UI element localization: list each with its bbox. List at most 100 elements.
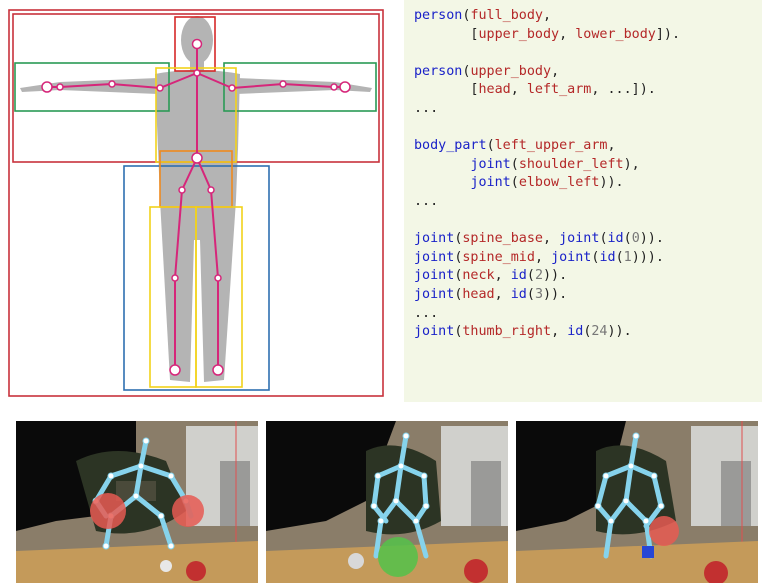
code-line: joint(neck, id(2)). (414, 267, 762, 286)
code-token: ( (454, 268, 463, 284)
code-token: neck (462, 268, 495, 284)
code-token: ( (454, 249, 463, 265)
camera-frame-3 (516, 421, 758, 583)
code-line (414, 44, 762, 63)
code-token: , (543, 8, 552, 23)
code-token: head (478, 82, 511, 98)
code-token: spine_mid (462, 249, 535, 265)
code-token: ( (510, 175, 519, 191)
code-line: joint(thumb_right, id(24)). (414, 323, 762, 342)
code-token: , (494, 286, 511, 302)
marker-red-left (90, 493, 126, 529)
full-body-box (8, 9, 384, 397)
right-arm-box (223, 62, 377, 112)
code-token: person (414, 8, 463, 23)
code-token: upper_body (478, 26, 560, 42)
left-arm-box (14, 62, 170, 112)
code-token: ( (486, 138, 495, 154)
code-token: upper_body (470, 63, 552, 79)
code-line: joint(head, id(3)). (414, 286, 762, 305)
code-token: )). (543, 286, 568, 302)
code-line: [head, left_arm, ...]). (414, 81, 762, 100)
code-token: ]). (655, 26, 681, 42)
code-token: )). (639, 231, 664, 247)
code-token: , (543, 231, 560, 247)
code-token: ( (462, 8, 471, 23)
code-token: )). (607, 324, 632, 340)
code-token: ( (615, 249, 624, 265)
code-token: 24 (591, 324, 608, 340)
code-line: joint(spine_mid, joint(id(1))). (414, 249, 762, 268)
code-token: )). (543, 268, 568, 284)
code-token: full_body (470, 8, 543, 23)
code-token: 0 (631, 231, 640, 247)
code-token: ( (526, 286, 535, 302)
code-token: , ...]). (591, 82, 656, 98)
code-token: , (494, 268, 511, 284)
code-line (414, 119, 762, 138)
code-line: joint(shoulder_left), (414, 156, 762, 175)
code-token: ( (526, 268, 535, 284)
code-token: ( (591, 249, 600, 265)
frame-2-scene (266, 421, 508, 583)
code-token: ( (454, 286, 463, 302)
code-token: ( (510, 156, 519, 172)
code-line: joint(spine_base, joint(id(0)). (414, 230, 762, 249)
code-token: )). (599, 175, 624, 191)
code-token: id (599, 249, 616, 265)
code-token (414, 157, 470, 172)
code-token: body_part (414, 138, 487, 154)
code-token: 3 (534, 286, 543, 302)
code-token (414, 175, 470, 190)
code-token: joint (551, 249, 592, 265)
code-token: ( (599, 231, 608, 247)
code-token: joint (414, 249, 455, 265)
code-token: left_arm (526, 82, 592, 98)
code-token: , (607, 138, 616, 154)
code-token: joint (414, 268, 455, 284)
code-token: shoulder_left (518, 156, 624, 172)
code-token: joint (414, 324, 455, 340)
code-line: body_part(left_upper_arm, (414, 137, 762, 156)
code-token: [ (414, 82, 479, 98)
code-token: lower_body (575, 26, 656, 42)
marker-blue (642, 546, 654, 558)
code-token: , (551, 63, 560, 79)
code-line: [upper_body, lower_body]). (414, 26, 762, 45)
code-token: ), (623, 156, 640, 172)
body-model-diagram (8, 9, 384, 397)
code-token: id (510, 268, 527, 284)
code-token: ( (623, 231, 632, 247)
code-token: id (607, 231, 624, 247)
code-line (414, 212, 762, 231)
code-token: ( (583, 324, 592, 340)
code-line: ... (414, 193, 762, 212)
marker-green (378, 537, 418, 577)
code-token: ( (454, 324, 463, 340)
code-token: joint (559, 231, 600, 247)
code-token: 2 (534, 268, 543, 284)
marker-red (649, 516, 679, 546)
code-token: , (551, 324, 568, 340)
code-line: ... (414, 305, 762, 324)
skeleton-joints (41, 38, 351, 376)
code-token: id (567, 324, 584, 340)
code-token: ))). (631, 249, 664, 265)
frame-1-scene (16, 421, 258, 583)
camera-frame-2 (266, 421, 508, 583)
code-token: id (510, 286, 527, 302)
code-token: spine_base (462, 231, 543, 247)
code-token: ... (414, 193, 439, 209)
camera-frame-1 (16, 421, 258, 583)
code-line: joint(elbow_left)). (414, 174, 762, 193)
code-token: ... (414, 100, 439, 116)
code-token: ... (414, 305, 439, 321)
marker-red-right (172, 495, 204, 527)
code-token: 1 (623, 249, 632, 265)
code-panel: person(full_body, [upper_body, lower_bod… (404, 0, 762, 402)
code-token: joint (470, 175, 511, 191)
code-token: joint (414, 231, 455, 247)
code-token: ( (462, 63, 471, 79)
code-token: elbow_left (518, 175, 600, 191)
code-token: , (534, 249, 552, 265)
